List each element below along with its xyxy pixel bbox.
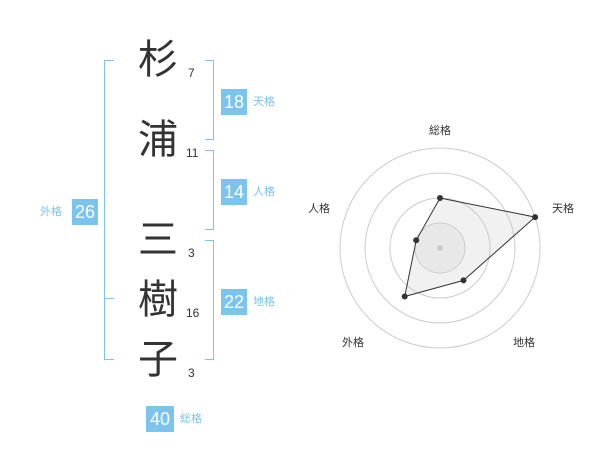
tenkaku-label: 天格: [253, 95, 275, 108]
stroke-count-1: 7: [188, 66, 195, 80]
radar-point-3: [460, 277, 467, 284]
soukaku-label: 総格: [180, 412, 202, 425]
chikaku-badge: 22: [221, 289, 247, 315]
stroke-count-5: 3: [188, 366, 195, 380]
radar-axis-label-2: 天格: [552, 201, 574, 215]
jinkaku-label: 人格: [253, 185, 275, 198]
chikaku-bracket: [205, 240, 214, 360]
jinkaku-badge: 14: [221, 179, 247, 205]
radar-point-2: [532, 214, 539, 221]
radar-axis-label-5: 人格: [308, 201, 330, 215]
name-char-2: 浦: [138, 117, 178, 163]
radar-ring-2: [389, 197, 491, 299]
jinkaku-bracket: [205, 150, 214, 230]
gaikaku-label: 外格: [40, 205, 62, 218]
radar-center-point: [437, 245, 443, 251]
gaikaku-badge: 26: [72, 199, 98, 225]
stroke-count-2: 11: [186, 146, 199, 160]
name-char-5: 子: [138, 337, 178, 383]
radar-point-5: [413, 237, 420, 244]
name-char-1: 杉: [138, 37, 178, 83]
radar-ring-3: [364, 172, 516, 324]
radar-axis-label-1: 総格: [429, 123, 451, 137]
gaikaku-bracket: [104, 60, 114, 360]
radar-point-1: [437, 195, 443, 201]
gaikaku-bracket-tick: [104, 298, 114, 299]
radar-axis-label-4: 外格: [342, 335, 364, 349]
radar-axis-label-3: 地格: [513, 335, 535, 349]
radar-point-4: [401, 293, 408, 300]
soukaku-badge: 40: [146, 406, 174, 432]
name-char-3: 三: [138, 217, 178, 263]
radar-ring-4: [339, 147, 541, 349]
radar-polygon: [404, 197, 537, 298]
name-char-4: 樹: [138, 277, 178, 323]
chikaku-label: 地格: [253, 295, 275, 308]
tenkaku-badge: 18: [221, 89, 247, 115]
stroke-count-3: 3: [188, 246, 195, 260]
tenkaku-bracket: [205, 60, 214, 140]
stroke-count-4: 16: [186, 306, 200, 320]
radar-ring-1: [414, 222, 466, 274]
